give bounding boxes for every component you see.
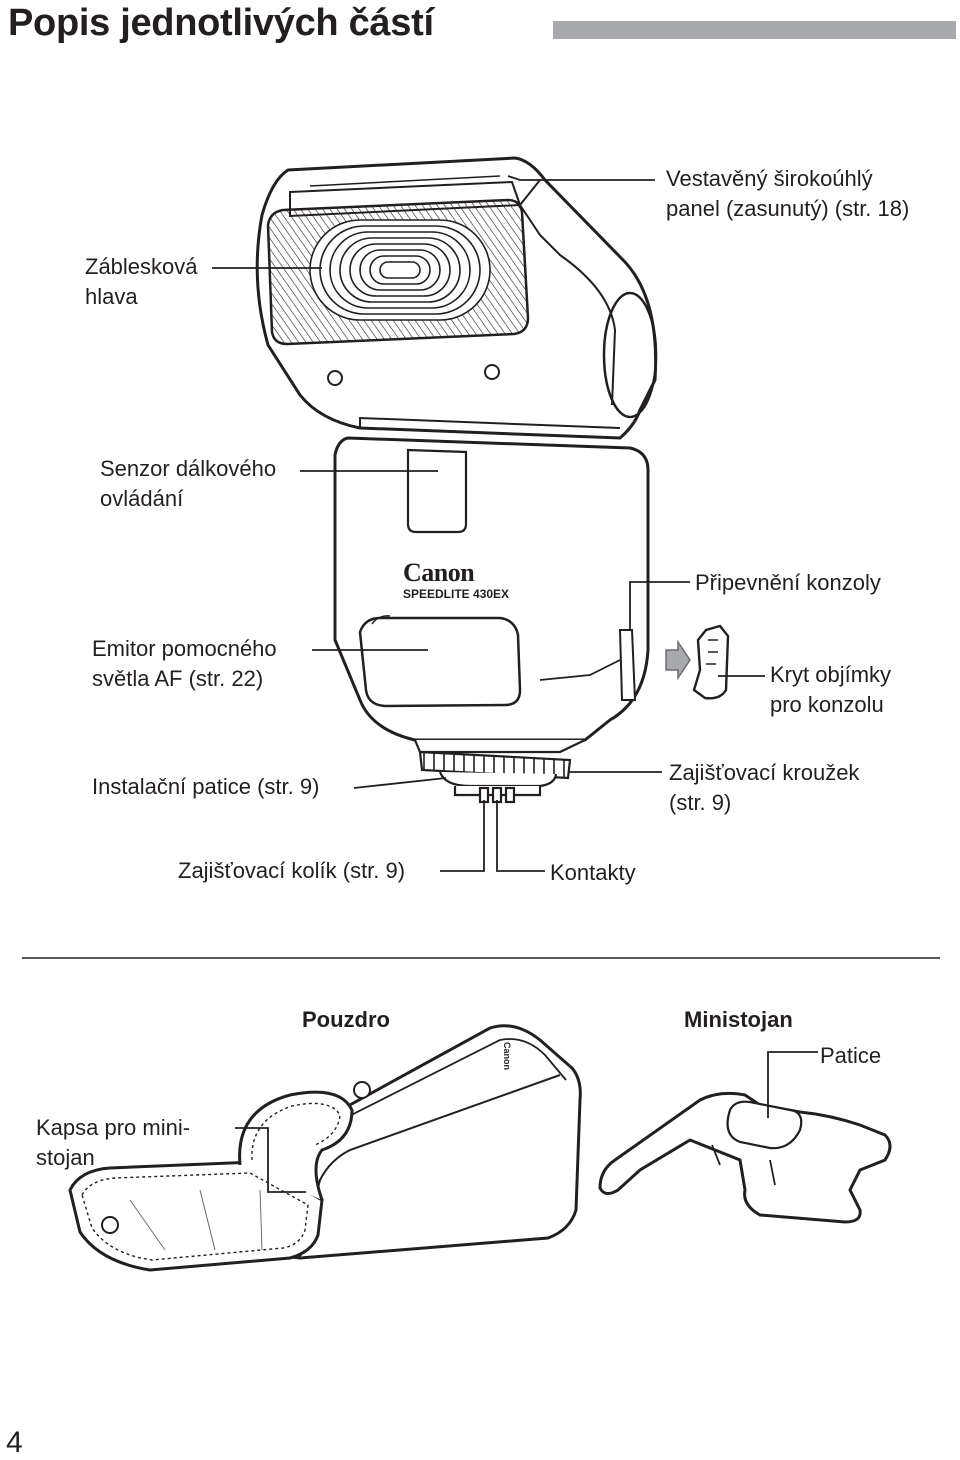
label-lock-pin: Zajišťovací kolík (str. 9)	[178, 858, 406, 883]
stand-heading: Ministojan	[684, 1007, 793, 1032]
stand-leader	[767, 1051, 818, 1118]
label-lock-ring: Zajišťovací kroužek(str. 9)	[669, 760, 860, 815]
leader-lines	[212, 175, 765, 872]
label-stand-shoe: Patice	[820, 1043, 882, 1068]
mini-stand	[598, 1091, 892, 1224]
title-bar	[553, 21, 956, 39]
case-logo: Canon	[502, 1042, 512, 1070]
socket-cover	[665, 624, 730, 700]
label-bracket-mount: Připevnění konzoly	[695, 570, 881, 595]
model-name: SPEEDLITE 430EX	[403, 587, 510, 601]
case-heading: Pouzdro	[302, 1007, 390, 1032]
case-leader	[235, 1127, 306, 1193]
flash-body	[333, 436, 650, 754]
label-contacts: Kontakty	[550, 860, 636, 885]
soft-case	[68, 1024, 582, 1272]
brand-logo: Canon	[403, 558, 475, 587]
page-number: 4	[6, 1426, 23, 1459]
label-case-pocket: Kapsa pro mini-stojan	[36, 1115, 191, 1170]
fresnel-lens	[266, 198, 530, 346]
page-title: Popis jednotlivých částí	[8, 2, 434, 44]
mounting-foot	[418, 750, 572, 804]
label-mounting-foot: Instalační patice (str. 9)	[92, 774, 320, 799]
